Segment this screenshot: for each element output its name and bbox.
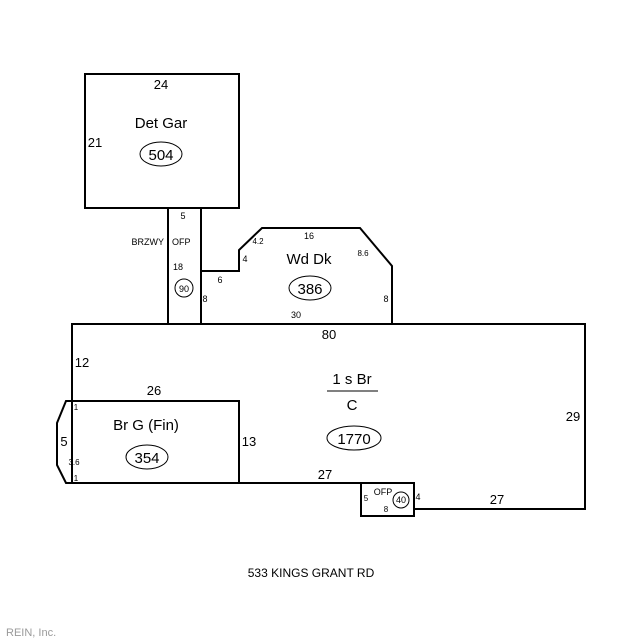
house-bottom-mid-dimension: 27 <box>318 467 332 482</box>
porch-bottom-dimension: 8 <box>384 505 389 514</box>
porch-outline <box>360 482 415 517</box>
finished-garage-chamfer-mid-dimension: 3.6 <box>68 458 80 467</box>
porch-right-dimension: 4 <box>415 492 420 502</box>
finished-garage-left-dimension: 5 <box>60 434 67 449</box>
porch-area: 40 <box>396 495 406 505</box>
finished-garage-chamfer-bottom-dimension: 1 <box>74 474 79 483</box>
deck-left-angle-dimension: 4.2 <box>252 237 264 246</box>
garage-area-oval <box>139 141 183 167</box>
house-area: 1770 <box>337 431 370 448</box>
garage-area: 504 <box>148 147 173 164</box>
breezeway-right-dimension: 8 <box>202 294 207 304</box>
house-class-label: C <box>347 397 358 414</box>
deck-label: Wd Dk <box>287 251 333 268</box>
porch-left-dimension: 5 <box>364 494 369 503</box>
breezeway-ofp-label: OFP <box>172 237 191 247</box>
house-bottom-right-dimension: 27 <box>490 492 504 507</box>
breezeway-area: 90 <box>179 284 189 294</box>
breezeway-area-oval <box>174 278 194 298</box>
garage-left-dimension: 21 <box>88 135 102 150</box>
porch-area-oval <box>392 491 410 509</box>
finished-garage-area-oval <box>125 444 169 470</box>
house-right-dimension: 29 <box>566 409 580 424</box>
deck-bottom-dimension: 30 <box>291 310 301 320</box>
house-left-dimension: 12 <box>75 355 89 370</box>
detached-garage-outline <box>84 73 240 209</box>
finished-garage-right-dimension: 13 <box>242 434 256 449</box>
finished-garage-chamfer-top-dimension: 1 <box>74 403 79 412</box>
finished-garage-area: 354 <box>134 450 159 467</box>
finished-garage-outline <box>56 400 240 484</box>
deck-right-dimension: 8 <box>383 294 388 304</box>
finished-garage-label: Br G (Fin) <box>113 417 179 434</box>
property-address: 533 KINGS GRANT RD <box>248 566 375 580</box>
house-story-label: 1 s Br <box>332 371 371 388</box>
house-area-oval <box>326 425 382 451</box>
deck-area-oval <box>288 275 332 301</box>
finished-garage-top-dimension: 26 <box>147 383 161 398</box>
breezeway-top-dimension: 5 <box>180 211 185 221</box>
breezeway-left-dimension: 18 <box>173 262 183 272</box>
garage-top-dimension: 24 <box>154 77 168 92</box>
garage-label: Det Gar <box>135 115 188 132</box>
breezeway-label: BRZWY <box>132 237 165 247</box>
deck-top-dimension: 16 <box>304 231 314 241</box>
deck-area: 386 <box>297 281 322 298</box>
porch-label: OFP <box>374 487 393 497</box>
credit-text: REIN, Inc. <box>6 627 56 639</box>
deck-left-short-dimension: 4 <box>242 254 247 264</box>
deck-right-angle-dimension: 8.6 <box>357 249 369 258</box>
deck-step-dimension: 6 <box>217 275 222 285</box>
house-top-dimension: 80 <box>322 327 336 342</box>
